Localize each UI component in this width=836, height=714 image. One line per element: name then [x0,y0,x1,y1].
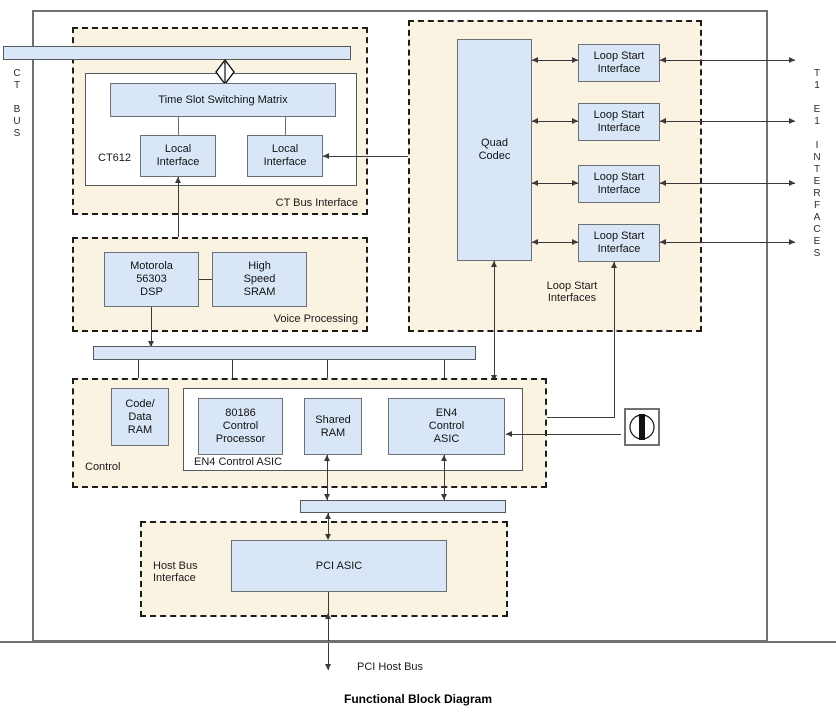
block-shared-ram: Shared RAM [304,398,362,455]
codec-to-lsi-2-arrow-right [572,118,578,124]
lsi-4-external-arrow-in [660,239,666,245]
pci-asic-host-downlink-arrow [325,664,331,670]
lsi-3-external-arrow-in [660,180,666,186]
block-en4-control-asic: EN4 Control ASIC [388,398,505,455]
lsi-1-external-arrow-in [660,57,666,63]
block-code-data-ram: Code/ Data RAM [111,388,169,446]
ct-bus-bar [3,46,351,60]
block-pci-asic: PCI ASIC [231,540,447,592]
lsi-2-external-arrow-out [789,118,795,124]
pci-bus-to-pci-asic-line [328,513,329,539]
pci-local-bus-bar [300,500,506,513]
codec-to-lsi-3-arrow-left [532,180,538,186]
lsi-3-to-external-line [660,183,795,184]
codec-to-lsi-4-arrow-left [532,239,538,245]
pci-asic-uplink-arrow [325,513,331,519]
lsi-3-external-arrow-out [789,180,795,186]
shared-ram-to-pci-bus-line [327,455,328,505]
codec-to-lsi-1-line [532,60,578,61]
dsp-to-main-bus-arrow [148,341,154,347]
shared-ram-uplink-arrow [324,455,330,461]
lsi-1-to-external-line [660,60,795,61]
codec-to-lsi-1-arrow-left [532,57,538,63]
t1-e1-interfaces-edge-label: T 1 E 1 I N T E R F A C E S [813,68,821,259]
block-time-slot-switching-matrix: Time Slot Switching Matrix [110,83,336,117]
codec-to-lsi-4-line [532,242,578,243]
block-80186-control-processor: 80186 Control Processor [198,398,283,455]
main-bus-tap-code-data-ram-line [138,360,139,388]
codec-to-lsi-4-arrow-right [572,239,578,245]
main-system-bus-bar [93,346,476,360]
lsi-4-to-external-line [660,242,795,243]
group-label-control: Control [85,461,121,473]
group-label-loop-start-interfaces: Loop Start Interfaces [546,280,598,304]
quad-codec-to-local-interface-b-arrow [323,153,329,159]
ct-bus-edge-label: C T B U S [13,68,21,139]
block-local-interface-a: Local Interface [140,135,216,177]
pci-asic-to-host-bus-line [328,592,329,670]
quad-codec-to-local-interface-b-line [323,156,458,157]
pci-asic-host-uplink-arrow [325,613,331,619]
footer-divider-rule [0,641,836,643]
pci-host-bus-label: PCI Host Bus [357,661,424,673]
lsi-4-external-arrow-out [789,239,795,245]
block-loop-start-interface-2: Loop Start Interface [578,103,660,141]
block-local-interface-b: Local Interface [247,135,323,177]
dsp-to-main-bus-line [151,307,152,347]
lsi-4-to-en4-asic-line [614,262,615,417]
block-loop-start-interface-1: Loop Start Interface [578,44,660,82]
lsi-4-control-uplink-arrow [611,262,617,268]
lsi-2-to-external-line [660,121,795,122]
local-interface-a-uplink-arrow [175,177,181,183]
en4-asic-to-pci-bus-arrow [441,494,447,500]
enclosure-label-ct612: CT612 [98,152,132,164]
lsi-2-external-arrow-in [660,118,666,124]
en4-asic-to-pci-bus-line [444,455,445,505]
codec-to-lsi-1-arrow-right [572,57,578,63]
jack-to-en4-asic-line [506,434,621,435]
diamond-coupler-icon [214,58,236,90]
matrix-to-local-interface-a-line [178,117,179,135]
quad-codec-uplink-arrow [491,261,497,267]
dsp-to-sram-line [199,279,212,280]
diagram-title: Functional Block Diagram [343,692,493,706]
jack-to-en4-asic-arrow [506,431,512,437]
shared-ram-to-pci-bus-arrow [324,494,330,500]
block-high-speed-sram: High Speed SRAM [212,252,307,307]
quad-codec-to-main-bus-line [494,261,495,381]
codec-to-lsi-3-line [532,183,578,184]
block-motorola-dsp: Motorola 56303 DSP [104,252,199,307]
pci-bus-to-pci-asic-arrow [325,534,331,540]
group-label-host-bus-interface: Host Bus Interface [153,560,198,584]
block-quad-codec: Quad Codec [457,39,532,261]
lsi-1-external-arrow-out [789,57,795,63]
matrix-to-local-interface-b-line [285,117,286,135]
group-label-voice-processing: Voice Processing [273,313,358,325]
ct-bus-to-coupler-line [224,60,225,64]
codec-to-lsi-2-arrow-left [532,118,538,124]
enclosure-label-en4-control-asic: EN4 Control ASIC [194,456,283,468]
group-label-ct-bus-interface: CT Bus Interface [275,197,358,209]
rj-jack-connector-icon [624,408,660,446]
codec-to-lsi-3-arrow-right [572,180,578,186]
block-loop-start-interface-4: Loop Start Interface [578,224,660,262]
block-loop-start-interface-3: Loop Start Interface [578,165,660,203]
lsi-4-to-en4-asic-h-line [506,417,615,418]
en4-asic-uplink-arrow [441,455,447,461]
codec-to-lsi-2-line [532,121,578,122]
local-interface-a-to-dsp-line [178,177,179,252]
